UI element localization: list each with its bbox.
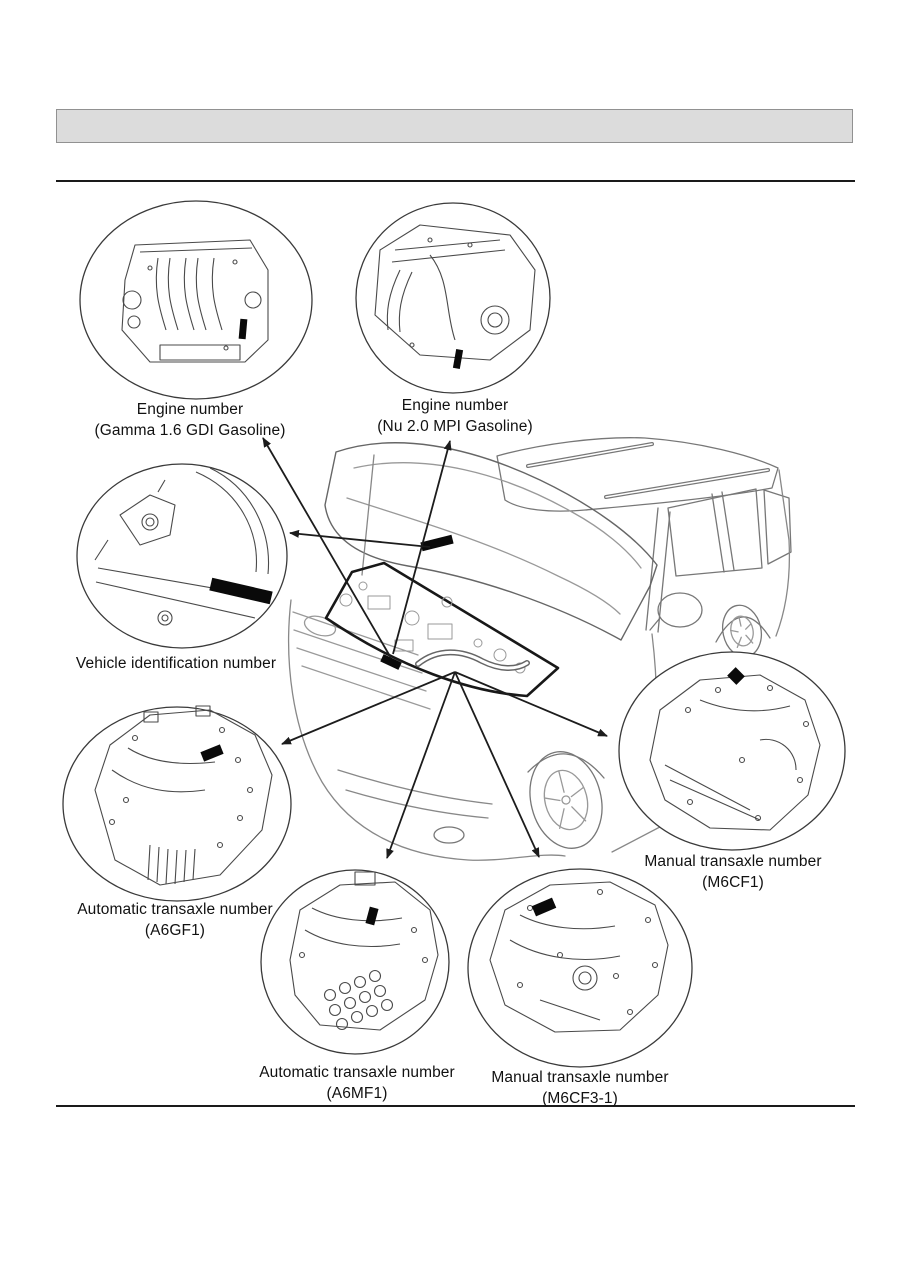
bumper-outline — [287, 599, 566, 861]
callout-mt-m6cf1 — [618, 651, 846, 851]
transaxle-number-plate-marker — [365, 906, 379, 926]
transaxle-number-plate-marker — [727, 667, 745, 685]
quarter-window — [763, 489, 792, 565]
nu-engine-illustration — [374, 224, 536, 361]
label-at-a6mf1: Automatic transaxle number (A6MF1) — [207, 1062, 507, 1104]
label-engine-nu: Engine number (Nu 2.0 MPI Gasoline) — [305, 395, 605, 437]
roof-outline — [496, 437, 779, 512]
engine-bay-details — [339, 581, 526, 674]
a6mf1-illustration — [289, 871, 439, 1031]
arrow-to-m6cf1-callout — [454, 671, 608, 737]
callout-at-a6mf1 — [260, 869, 450, 1055]
callout-engine-gamma — [79, 200, 313, 400]
headlight — [303, 615, 337, 637]
label-mt-m6cf1: Manual transaxle number (M6CF1) — [583, 851, 883, 893]
label-vin: Vehicle identification number — [26, 653, 326, 674]
arrow-to-a6gf1-callout — [281, 671, 456, 745]
callout-circle — [618, 651, 846, 851]
label-line1: Automatic transaxle number — [77, 901, 273, 918]
bottom-rule-divider — [56, 1105, 855, 1107]
m6cf1-illustration — [649, 674, 821, 831]
transaxle-number-plate-marker — [531, 897, 557, 917]
label-line1: Manual transaxle number — [491, 1069, 669, 1086]
arrow-to-engine-gamma-label — [262, 437, 392, 659]
label-line2: (M6CF1) — [702, 874, 764, 891]
engine-number-plate-marker — [452, 349, 464, 369]
section-header-bar — [56, 109, 853, 143]
side-mirror — [649, 592, 703, 631]
transaxle-number-plate-marker — [200, 744, 224, 762]
callout-mt-m6cf3 — [467, 868, 693, 1068]
callout-circle — [62, 706, 292, 902]
callout-vin — [76, 463, 288, 649]
open-hood — [324, 442, 658, 641]
front-wheel — [529, 751, 603, 849]
callout-engine-nu — [355, 202, 551, 394]
engine-number-plate-marker — [238, 318, 248, 340]
callout-at-a6gf1 — [62, 705, 292, 902]
label-line2: (Nu 2.0 MPI Gasoline) — [377, 418, 533, 435]
top-rule-divider — [56, 180, 855, 182]
arrow-to-vin-callout — [289, 529, 431, 548]
fog-light — [433, 826, 465, 844]
intake-duct — [415, 649, 530, 671]
label-engine-gamma: Engine number (Gamma 1.6 GDI Gasoline) — [40, 399, 340, 441]
callout-circle — [260, 869, 450, 1055]
label-line1: Vehicle identification number — [75, 655, 277, 672]
label-line2: (A6GF1) — [144, 922, 206, 939]
arrow-to-m6cf3-callout — [454, 671, 540, 858]
callout-circle — [79, 200, 313, 400]
label-line2: (A6MF1) — [326, 1085, 388, 1102]
gamma-engine-illustration — [121, 239, 269, 363]
engine-number-marker — [380, 654, 402, 670]
callout-circle — [355, 202, 551, 394]
label-mt-m6cf3: Manual transaxle number (M6CF3-1) — [430, 1067, 730, 1109]
a6gf1-illustration — [94, 705, 273, 886]
hood-prop-rod — [361, 454, 375, 576]
label-line2: (Gamma 1.6 GDI Gasoline) — [94, 422, 286, 439]
pointer-arrows — [262, 437, 608, 859]
m6cf3-illustration — [489, 881, 669, 1033]
callout-circle — [76, 463, 288, 649]
callout-circle — [467, 868, 693, 1068]
a-pillar — [645, 507, 671, 633]
arrow-to-a6mf1-callout — [386, 671, 456, 859]
label-line1: Engine number — [136, 401, 244, 418]
label-line1: Manual transaxle number — [644, 853, 822, 870]
lower-grille — [337, 769, 493, 819]
rear-wheel-arch — [715, 616, 771, 643]
label-line1: Automatic transaxle number — [259, 1064, 455, 1081]
roof-rails — [526, 442, 770, 499]
vin-plate-marker — [209, 577, 273, 605]
front-door-window — [667, 488, 763, 577]
hood-inner-contours — [346, 462, 642, 615]
label-line2: (M6CF3-1) — [542, 1090, 618, 1107]
label-line1: Engine number — [401, 397, 509, 414]
front-fender-arch — [527, 753, 605, 779]
arrow-to-engine-nu-label — [392, 440, 452, 655]
label-at-a6gf1: Automatic transaxle number (A6GF1) — [25, 899, 325, 941]
grille-slats — [292, 611, 431, 710]
vehicle-location-markers — [380, 534, 454, 670]
b-pillar — [711, 491, 735, 573]
vin-plate-marker-on-hood — [420, 534, 454, 552]
